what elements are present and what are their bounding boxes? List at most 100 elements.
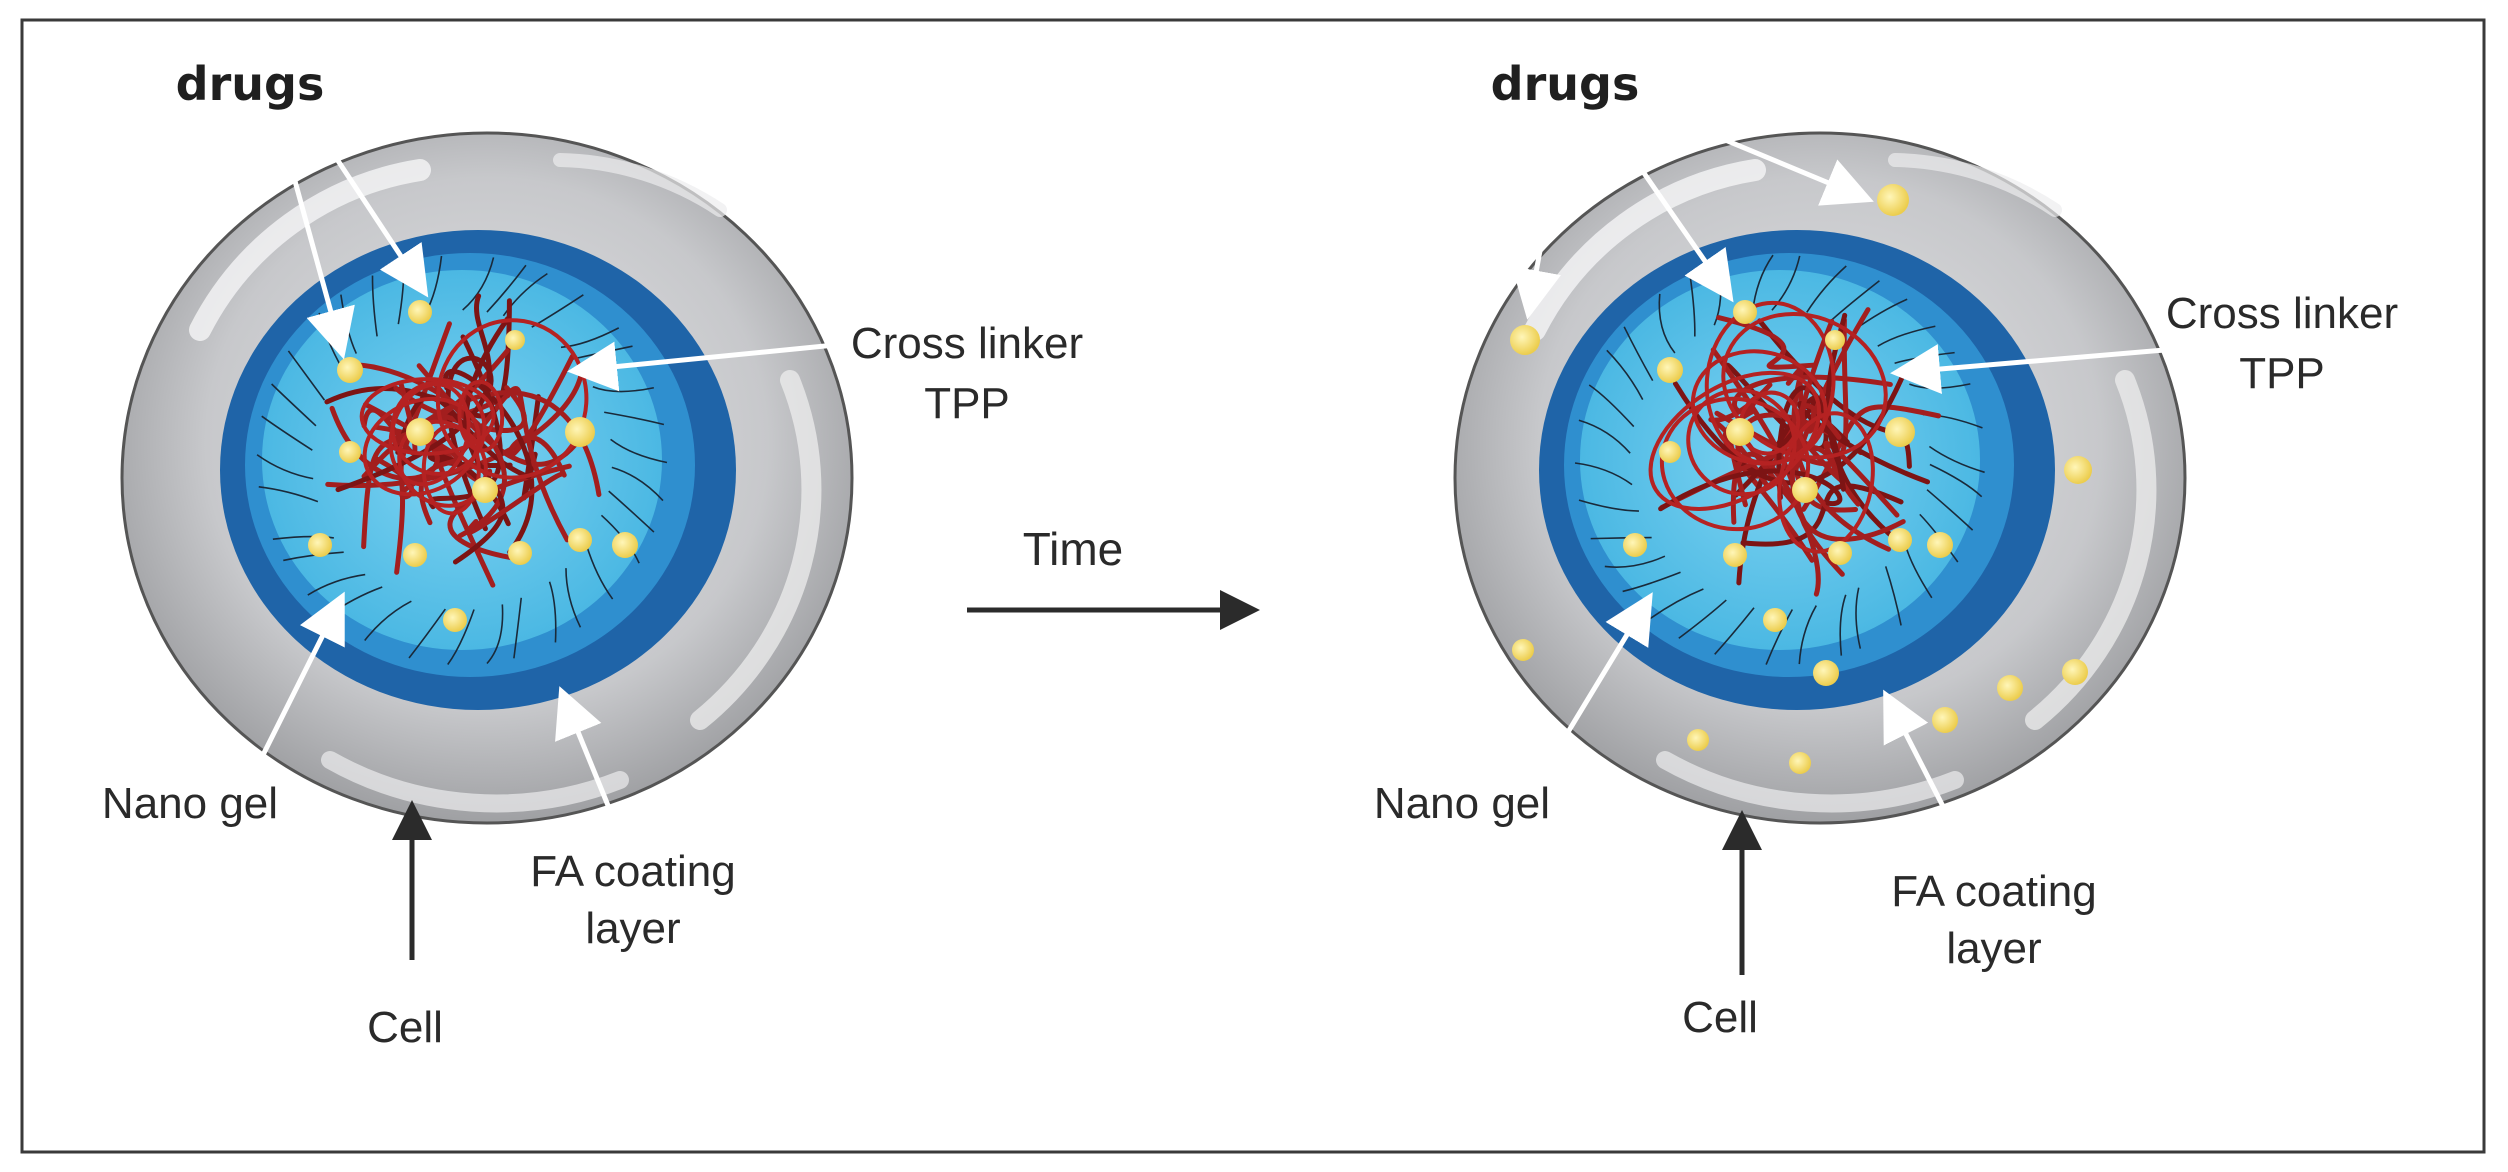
polymer-strand	[465, 471, 565, 536]
crosslink-line	[486, 264, 527, 313]
crosslink-line	[1798, 605, 1817, 665]
polymer-loop	[362, 396, 481, 497]
panel-before: drugs Cross linker TPP Nano gel FA coati…	[102, 57, 1083, 1052]
polymer-strand	[506, 353, 575, 478]
crosslink-line	[486, 604, 504, 665]
crosslink-line	[1929, 463, 1983, 498]
time-transition: Time	[967, 523, 1260, 630]
drug-particle	[408, 300, 432, 324]
drug-particle	[508, 541, 532, 565]
label-fa-layer: layer	[1946, 924, 2041, 973]
drug-particle	[1733, 300, 1757, 324]
polymer-loop	[359, 377, 496, 456]
drug-particle	[1932, 707, 1958, 733]
drug-particle	[308, 533, 332, 557]
drug-particle	[1792, 477, 1818, 503]
crosslink-line	[287, 350, 326, 401]
drug-particle	[1659, 441, 1681, 463]
drug-particle	[1657, 357, 1683, 383]
polymer-loop	[1721, 311, 1888, 460]
crosslink-line	[261, 415, 313, 451]
crosslink-line	[513, 597, 523, 659]
crosslink-line	[1606, 349, 1644, 400]
crosslink-line	[271, 383, 317, 427]
polymer-strand	[335, 293, 492, 493]
crosslink-line	[1622, 571, 1681, 593]
figure-frame	[20, 18, 2486, 1154]
polymer-strand	[1785, 366, 1892, 552]
crosslink-line	[585, 543, 614, 600]
fa-coating-arrow	[555, 686, 621, 831]
drug-particle	[2064, 456, 2092, 484]
crosslink-line	[610, 438, 668, 464]
crosslink-line	[1658, 293, 1676, 354]
crosslink-line	[272, 535, 334, 540]
drug-particle	[339, 441, 361, 463]
label-cross-linker: Cross linker	[851, 319, 1083, 368]
label-drugs: drugs	[1491, 57, 1640, 111]
crosslink-line	[611, 466, 664, 502]
crosslink-line	[408, 608, 446, 659]
label-cross-linker: Cross linker	[2166, 289, 2398, 338]
polymer-strand	[1757, 318, 1912, 469]
label-time: Time	[1023, 523, 1124, 575]
crosslink-line	[1588, 384, 1635, 428]
drugs-arrow-2	[1582, 86, 1734, 303]
polymer-loop	[1686, 388, 1797, 497]
polymer-strand	[1776, 385, 1846, 501]
drug-particle	[1687, 729, 1709, 751]
drug-particle	[2062, 659, 2088, 685]
polymer-loop	[390, 380, 487, 476]
crosslink-line	[565, 568, 582, 628]
drug-particle	[1828, 541, 1852, 565]
crosslink-line	[364, 600, 412, 641]
polymer-strand	[447, 463, 572, 563]
label-fa-coating: FA coating	[530, 847, 735, 896]
polymer-loop	[1777, 411, 1875, 554]
drug-particle	[1997, 675, 2023, 701]
crosslink-line	[1623, 326, 1654, 382]
crosslink-line	[1714, 607, 1755, 655]
drug-particle	[1726, 418, 1754, 446]
crosslink-line	[604, 411, 665, 426]
label-nano-gel: Nano gel	[102, 779, 278, 828]
crosslink-line	[1884, 566, 1902, 626]
drug-particle	[1877, 184, 1909, 216]
crosslink-line	[1806, 265, 1847, 313]
crosslink-line	[1771, 255, 1801, 311]
drug-particle	[565, 417, 595, 447]
crosslinker-arrow	[1890, 344, 2166, 394]
label-tpp: TPP	[924, 379, 1010, 428]
nanogel-arrow	[255, 591, 345, 767]
crosslink-line	[1765, 609, 1794, 665]
crosslink-line	[548, 581, 557, 643]
drug-particle	[1885, 417, 1915, 447]
drug-particle	[1888, 528, 1912, 552]
drug-particle	[472, 477, 498, 503]
crosslinker-arrow	[567, 341, 836, 392]
polymer-strand	[1790, 318, 1906, 542]
crosslink-line	[1877, 325, 1936, 347]
drugs-arrow-1	[267, 89, 355, 360]
crosslink-line	[1926, 489, 1974, 531]
drug-particle	[406, 418, 434, 446]
crosslink-mesh	[256, 255, 668, 665]
drug-particle	[1510, 325, 1540, 355]
drugs-arrow-1	[1511, 87, 1573, 320]
crosslink-line	[1678, 599, 1727, 639]
polymer-strand	[1716, 315, 1816, 370]
drugs-arrow-2	[287, 86, 429, 298]
drug-particle	[1927, 532, 1953, 558]
label-fa-layer: layer	[585, 904, 680, 953]
label-nano-gel: Nano gel	[1374, 779, 1550, 828]
crosslink-line	[1574, 462, 1633, 486]
polymer-loop	[435, 318, 589, 480]
crosslink-line	[1590, 536, 1652, 540]
crosslink-line	[1831, 280, 1880, 321]
drug-particle	[1512, 639, 1534, 661]
drug-particle	[1623, 533, 1647, 557]
drug-particle	[568, 528, 592, 552]
drug-particle	[1813, 660, 1839, 686]
